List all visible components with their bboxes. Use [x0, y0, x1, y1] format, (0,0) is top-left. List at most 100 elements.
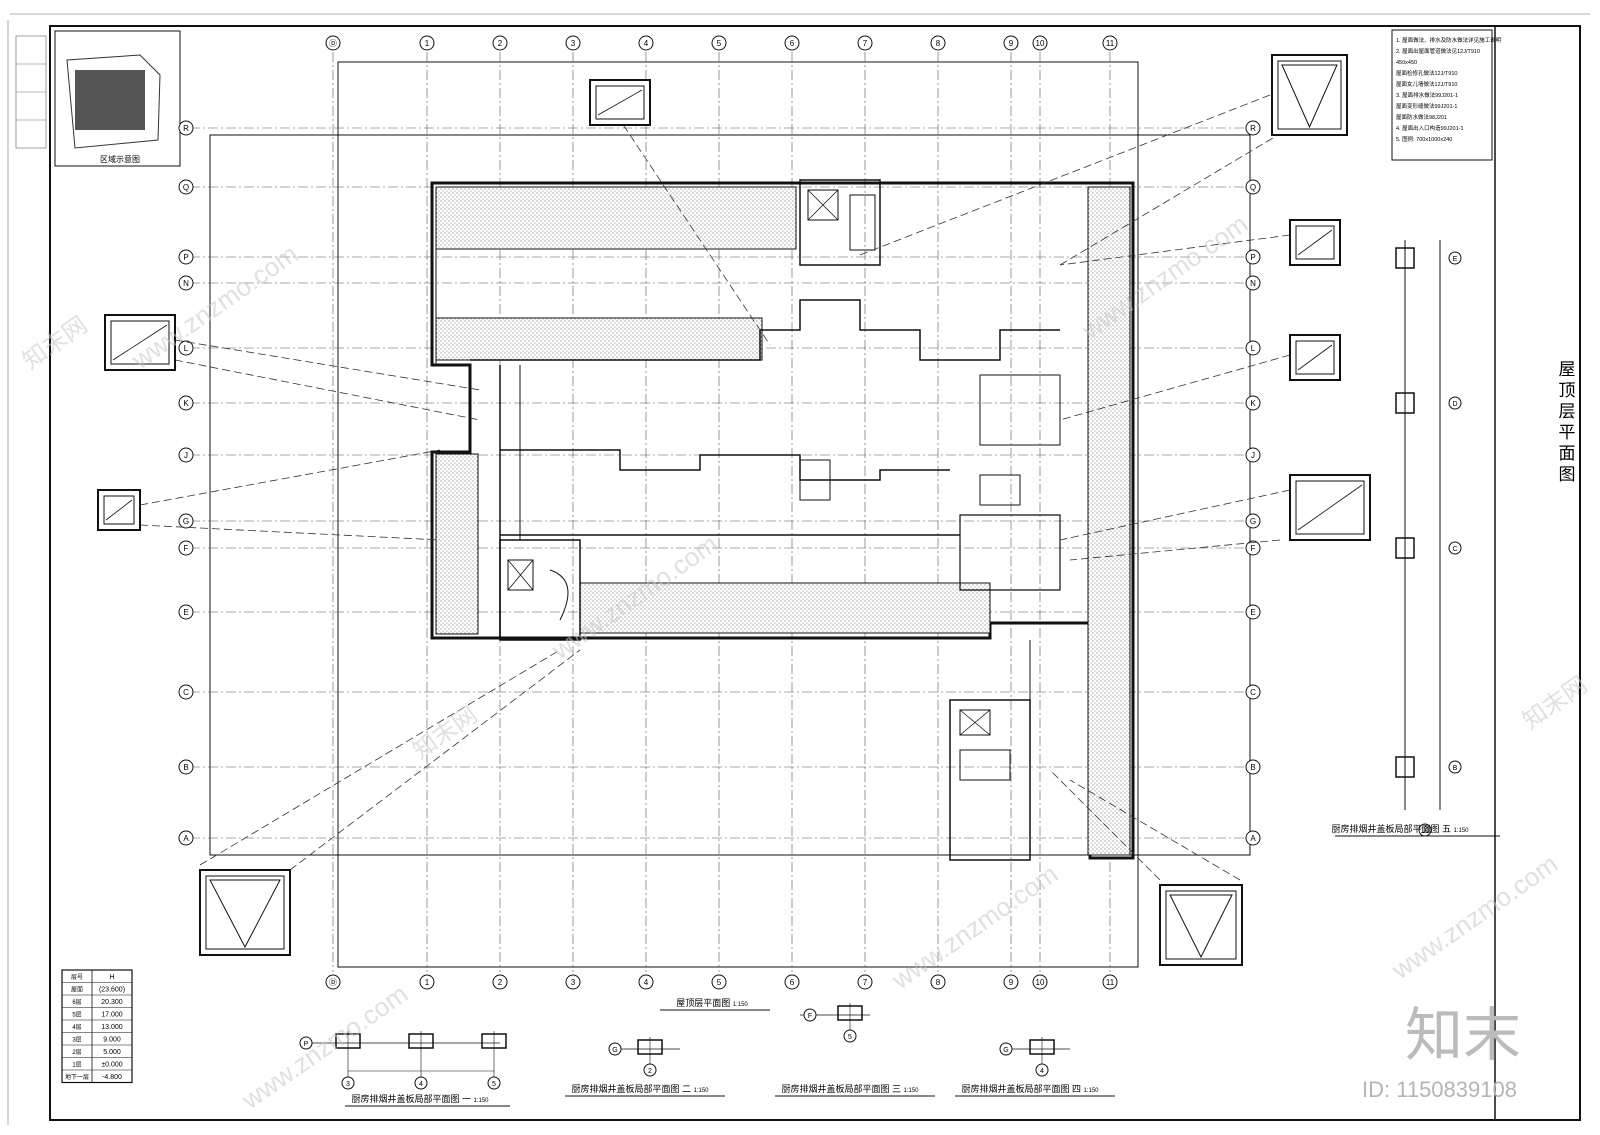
grid-label-col: 2	[498, 978, 503, 987]
detail-axis-col: 4	[1040, 1068, 1044, 1075]
grid-bubble-col	[930, 974, 946, 990]
grid-bubble-col	[1102, 974, 1118, 990]
note-line: 3. 屋面排水做法99J201-1	[1396, 91, 1458, 99]
detail-one-caption: 厨房排烟井盖板局部平面图 一	[351, 1093, 471, 1104]
grid-label-row: B	[1250, 763, 1255, 772]
grid-bubble-col	[857, 35, 873, 51]
grid-bubble-row	[1245, 120, 1261, 136]
detail-two-scale: 1:150	[694, 1088, 710, 1094]
elevation-value: 5.000	[103, 1049, 121, 1056]
grid-label-col: 8	[936, 39, 941, 48]
grid-label-row: K	[1250, 399, 1256, 408]
detail-three-scale: 1:150	[904, 1088, 920, 1094]
elevation-value: ±0.000	[101, 1062, 122, 1069]
grid-label-row: A	[1250, 834, 1256, 843]
elevation-floor: 层号	[71, 974, 83, 981]
grid-label-col: 1	[425, 39, 430, 48]
svg-text:厨房排烟井盖板局部平面图 五 1:150: 厨房排烟井盖板局部平面图 五 1:150	[1331, 823, 1469, 834]
grid-label-col: 6	[790, 39, 795, 48]
grid-label-col: 9	[1009, 978, 1014, 987]
detail-axis-row: G	[1003, 1047, 1008, 1054]
elevation-value: 9.000	[103, 1037, 121, 1044]
grid-bubble-col	[492, 35, 508, 51]
grid-bubble-row	[178, 395, 194, 411]
grid-bubble-col	[325, 35, 341, 51]
detail-axis-row: F	[808, 1013, 812, 1020]
grid-label-col: 11	[1106, 978, 1115, 987]
elevation-floor: 1层	[72, 1062, 81, 1069]
grid-bubble-col	[711, 974, 727, 990]
grid-label-row: F	[1251, 544, 1256, 553]
watermark-site-1: www.znzmo.com	[125, 238, 303, 375]
grid-label-row: R	[1250, 124, 1256, 133]
watermark-cn-3: 知末网	[1518, 672, 1592, 735]
grid-label-col: Ⓓ	[329, 978, 337, 987]
smoke-shaft-cover-box	[1289, 334, 1341, 381]
grid-bubble-row	[178, 759, 194, 775]
detail-five-axis-label: D	[1452, 401, 1457, 408]
grid-bubble-col	[492, 974, 508, 990]
area-key-plan: 区域示意图	[54, 30, 181, 167]
grid-bubble-row	[178, 513, 194, 529]
grid-label-row: L	[184, 344, 189, 353]
grid-bubble-row	[1245, 275, 1261, 291]
grid-bubble-col	[784, 35, 800, 51]
grid-label-col: 6	[790, 978, 795, 987]
grid-label-row: N	[1250, 279, 1256, 288]
grid-bubble-row	[178, 275, 194, 291]
area-plan-label: 区域示意图	[100, 154, 140, 164]
grid-label-row: K	[183, 399, 189, 408]
watermark-site-4: www.znzmo.com	[885, 858, 1063, 995]
elevation-floor: 6层	[72, 999, 81, 1006]
grid-label-row: Q	[183, 183, 189, 192]
svg-text:厨房排烟井盖板局部平面图 三 1:150: 厨房排烟井盖板局部平面图 三 1:150	[781, 1083, 919, 1094]
grid-label-row: L	[1251, 344, 1256, 353]
elevation-value: (23.600)	[99, 987, 125, 994]
grid-bubble-row	[178, 340, 194, 356]
grid-label-row: B	[183, 763, 188, 772]
note-line: 5. 图例: 700x1000x240	[1396, 135, 1452, 143]
note-line: 2. 屋面出屋面管道做法见12J/T910	[1396, 47, 1480, 55]
grid-label-col: 3	[571, 39, 576, 48]
grid-label-row: E	[183, 608, 188, 617]
grid-label-col: Ⓓ	[329, 39, 337, 48]
detail-five-scale: 1:150	[1454, 828, 1470, 834]
plan-caption: 屋顶层平面图	[676, 998, 730, 1008]
note-line: 屋面女儿墙做法12J/T910	[1396, 80, 1457, 88]
detail-five-axis-label: B	[1453, 765, 1458, 772]
grid-label-row: P	[1250, 253, 1255, 262]
grid-label-col: 7	[863, 978, 868, 987]
elevation-floor: 5层	[72, 1012, 81, 1019]
detail-axis-row: P	[304, 1041, 309, 1048]
grid-label-col: 11	[1106, 39, 1115, 48]
grid-label-col: 10	[1036, 978, 1045, 987]
detail-axis-row: G	[612, 1047, 617, 1054]
svg-text:厨房排烟井盖板局部平面图 四 1:150: 厨房排烟井盖板局部平面图 四 1:150	[961, 1083, 1099, 1094]
smoke-shaft-cover-box	[1159, 884, 1243, 966]
detail-axis-col: 5	[492, 1081, 496, 1088]
plan-scale: 1:150	[733, 1002, 749, 1008]
building-roof	[430, 179, 1135, 861]
grid-bubble-col	[857, 974, 873, 990]
grid-bubble-col	[784, 974, 800, 990]
grid-label-row: A	[183, 834, 189, 843]
grid-label-col: 10	[1036, 39, 1045, 48]
grid-bubble-row	[1245, 604, 1261, 620]
note-line: 4. 屋面出入口构造99J201-1	[1396, 124, 1464, 132]
grid-bubble-col	[930, 35, 946, 51]
detail-two-caption: 厨房排烟井盖板局部平面图 二	[571, 1083, 691, 1094]
grid-bubble-row	[178, 604, 194, 620]
grid-label-col: 4	[644, 978, 649, 987]
detail-axis-col: 3	[346, 1081, 350, 1088]
grid-bubble-col	[1003, 35, 1019, 51]
svg-text:厨房排烟井盖板局部平面图 二 1:150: 厨房排烟井盖板局部平面图 二 1:150	[571, 1083, 709, 1094]
note-line: 屋面检修孔做法12J/T910	[1396, 69, 1457, 77]
grid-bubble-col	[638, 974, 654, 990]
grid-label-row: J	[184, 451, 188, 460]
grid-bubble-row	[1245, 447, 1261, 463]
detail-three-caption: 厨房排烟井盖板局部平面图 三	[781, 1083, 901, 1094]
